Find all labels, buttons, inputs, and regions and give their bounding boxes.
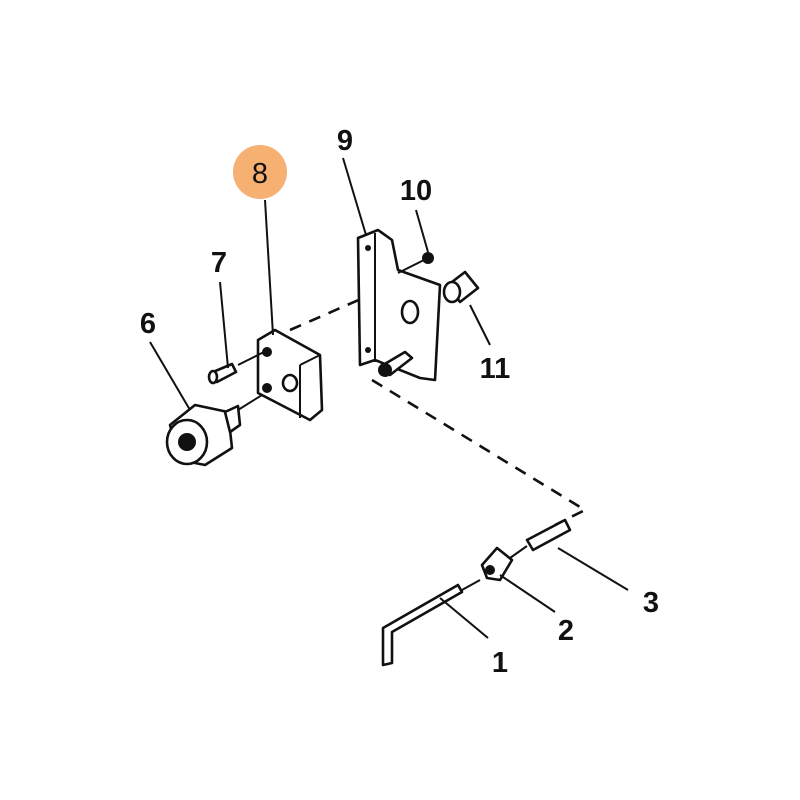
callout-10[interactable]: 10 [400,175,432,207]
highlight-circle [233,145,287,199]
part-9-bracket [356,228,442,382]
part-2-nut [480,545,528,582]
callout-7[interactable]: 7 [211,247,227,279]
callout-6[interactable]: 6 [140,308,156,340]
callout-3[interactable]: 3 [643,587,659,619]
part-11-bushing [442,270,480,304]
part-1-hex-key [381,579,481,667]
part-8-plate [237,328,324,422]
assembly-dashed-lines [289,293,588,527]
leader-lines [149,157,629,639]
callout-8[interactable]: 8 [252,158,268,190]
callout-9[interactable]: 9 [337,125,353,157]
callout-11[interactable]: 11 [480,353,511,385]
callout-labels: 1 2 3 6 7 8 9 10 11 [140,125,659,679]
part-3-pin [525,518,572,552]
part-10-nut [422,252,434,264]
callout-1[interactable]: 1 [492,647,508,679]
callout-2[interactable]: 2 [558,615,574,647]
part-6-knob [165,403,242,467]
part-7-screw [207,362,238,385]
